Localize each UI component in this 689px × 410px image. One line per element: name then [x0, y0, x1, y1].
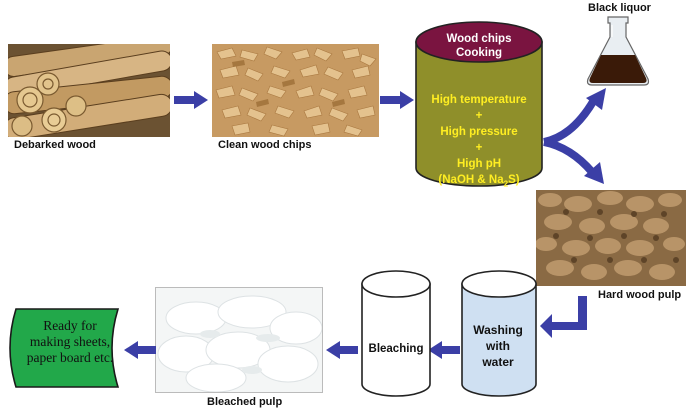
condition-chemicals: (NaOH & Na2S) — [438, 174, 520, 189]
bleaching-label: Bleaching — [368, 343, 424, 355]
black-liquor-label: Black liquor — [588, 2, 651, 14]
ready-line1: Ready for — [43, 318, 97, 333]
cooking-title: Wood chips Cooking — [418, 32, 540, 60]
bleaching-cylinder — [361, 270, 431, 397]
elbow-arrow-icon — [540, 296, 587, 338]
ready-text: Ready for making sheets, paper board etc… — [12, 318, 128, 366]
hard-wood-pulp-image — [536, 190, 686, 286]
cooking-title-line2: Cooking — [456, 47, 502, 59]
arrow-icon — [428, 341, 460, 359]
arrow-icon — [380, 91, 414, 109]
condition-ph: High pH — [456, 158, 502, 170]
clean-wood-chips-label: Clean wood chips — [218, 139, 312, 151]
split-arrow-icon — [543, 88, 606, 184]
washing-line2: with — [486, 339, 510, 353]
washing-cylinder — [461, 270, 537, 397]
clean-wood-chips-image — [212, 44, 379, 137]
ready-line3: paper board etc. — [26, 350, 114, 365]
cooking-cylinder — [415, 21, 543, 187]
cooking-conditions: High temperature + High pressure + High … — [418, 92, 540, 192]
washing-line1: Washing — [473, 323, 523, 337]
plus-sign: + — [475, 110, 483, 122]
washing-line3: water — [482, 355, 514, 369]
arrow-icon — [174, 91, 208, 109]
ready-badge — [9, 308, 120, 388]
bleached-pulp-label: Bleached pulp — [207, 396, 283, 408]
debarked-wood-image — [8, 44, 170, 137]
condition-temperature: High temperature — [431, 94, 527, 106]
flask-icon — [586, 16, 650, 86]
hard-wood-pulp-label: Hard wood pulp — [598, 289, 682, 301]
arrow-icon — [124, 341, 156, 359]
bleached-pulp-image — [155, 287, 323, 393]
cooking-title-line1: Wood chips — [446, 33, 512, 45]
arrow-icon — [326, 341, 358, 359]
ready-line2: making sheets, — [29, 334, 111, 349]
washing-label: Washing with water — [462, 322, 534, 370]
debarked-wood-label: Debarked wood — [14, 139, 96, 151]
condition-pressure: High pressure — [440, 126, 518, 138]
plus-sign: + — [475, 142, 483, 154]
